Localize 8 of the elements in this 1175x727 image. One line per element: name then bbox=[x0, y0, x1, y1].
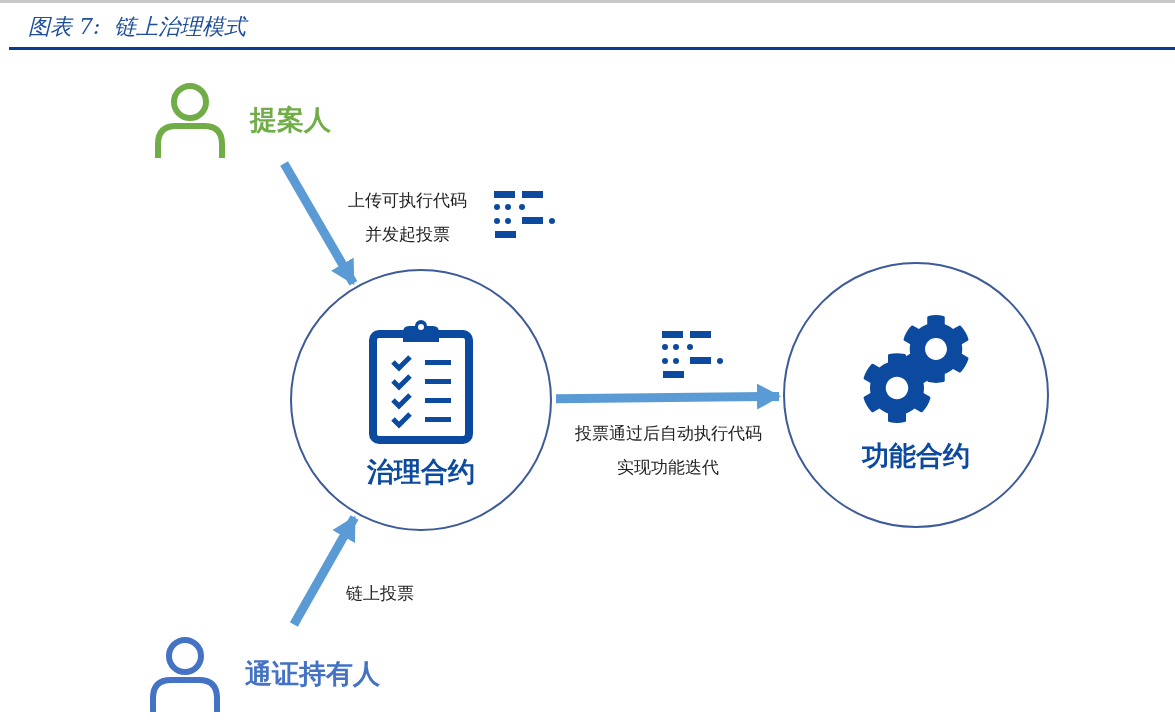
contract-label: 治理合约 bbox=[367, 454, 475, 489]
arrow bbox=[555, 383, 781, 410]
contract-label: 功能合约 bbox=[862, 438, 970, 473]
arrow bbox=[280, 161, 358, 286]
person-label: 提案人 bbox=[250, 102, 331, 137]
person-label: 通证持有人 bbox=[245, 656, 380, 691]
arrow bbox=[289, 515, 359, 627]
figure-title: 图表 7: 链上治理模式 bbox=[28, 13, 247, 41]
